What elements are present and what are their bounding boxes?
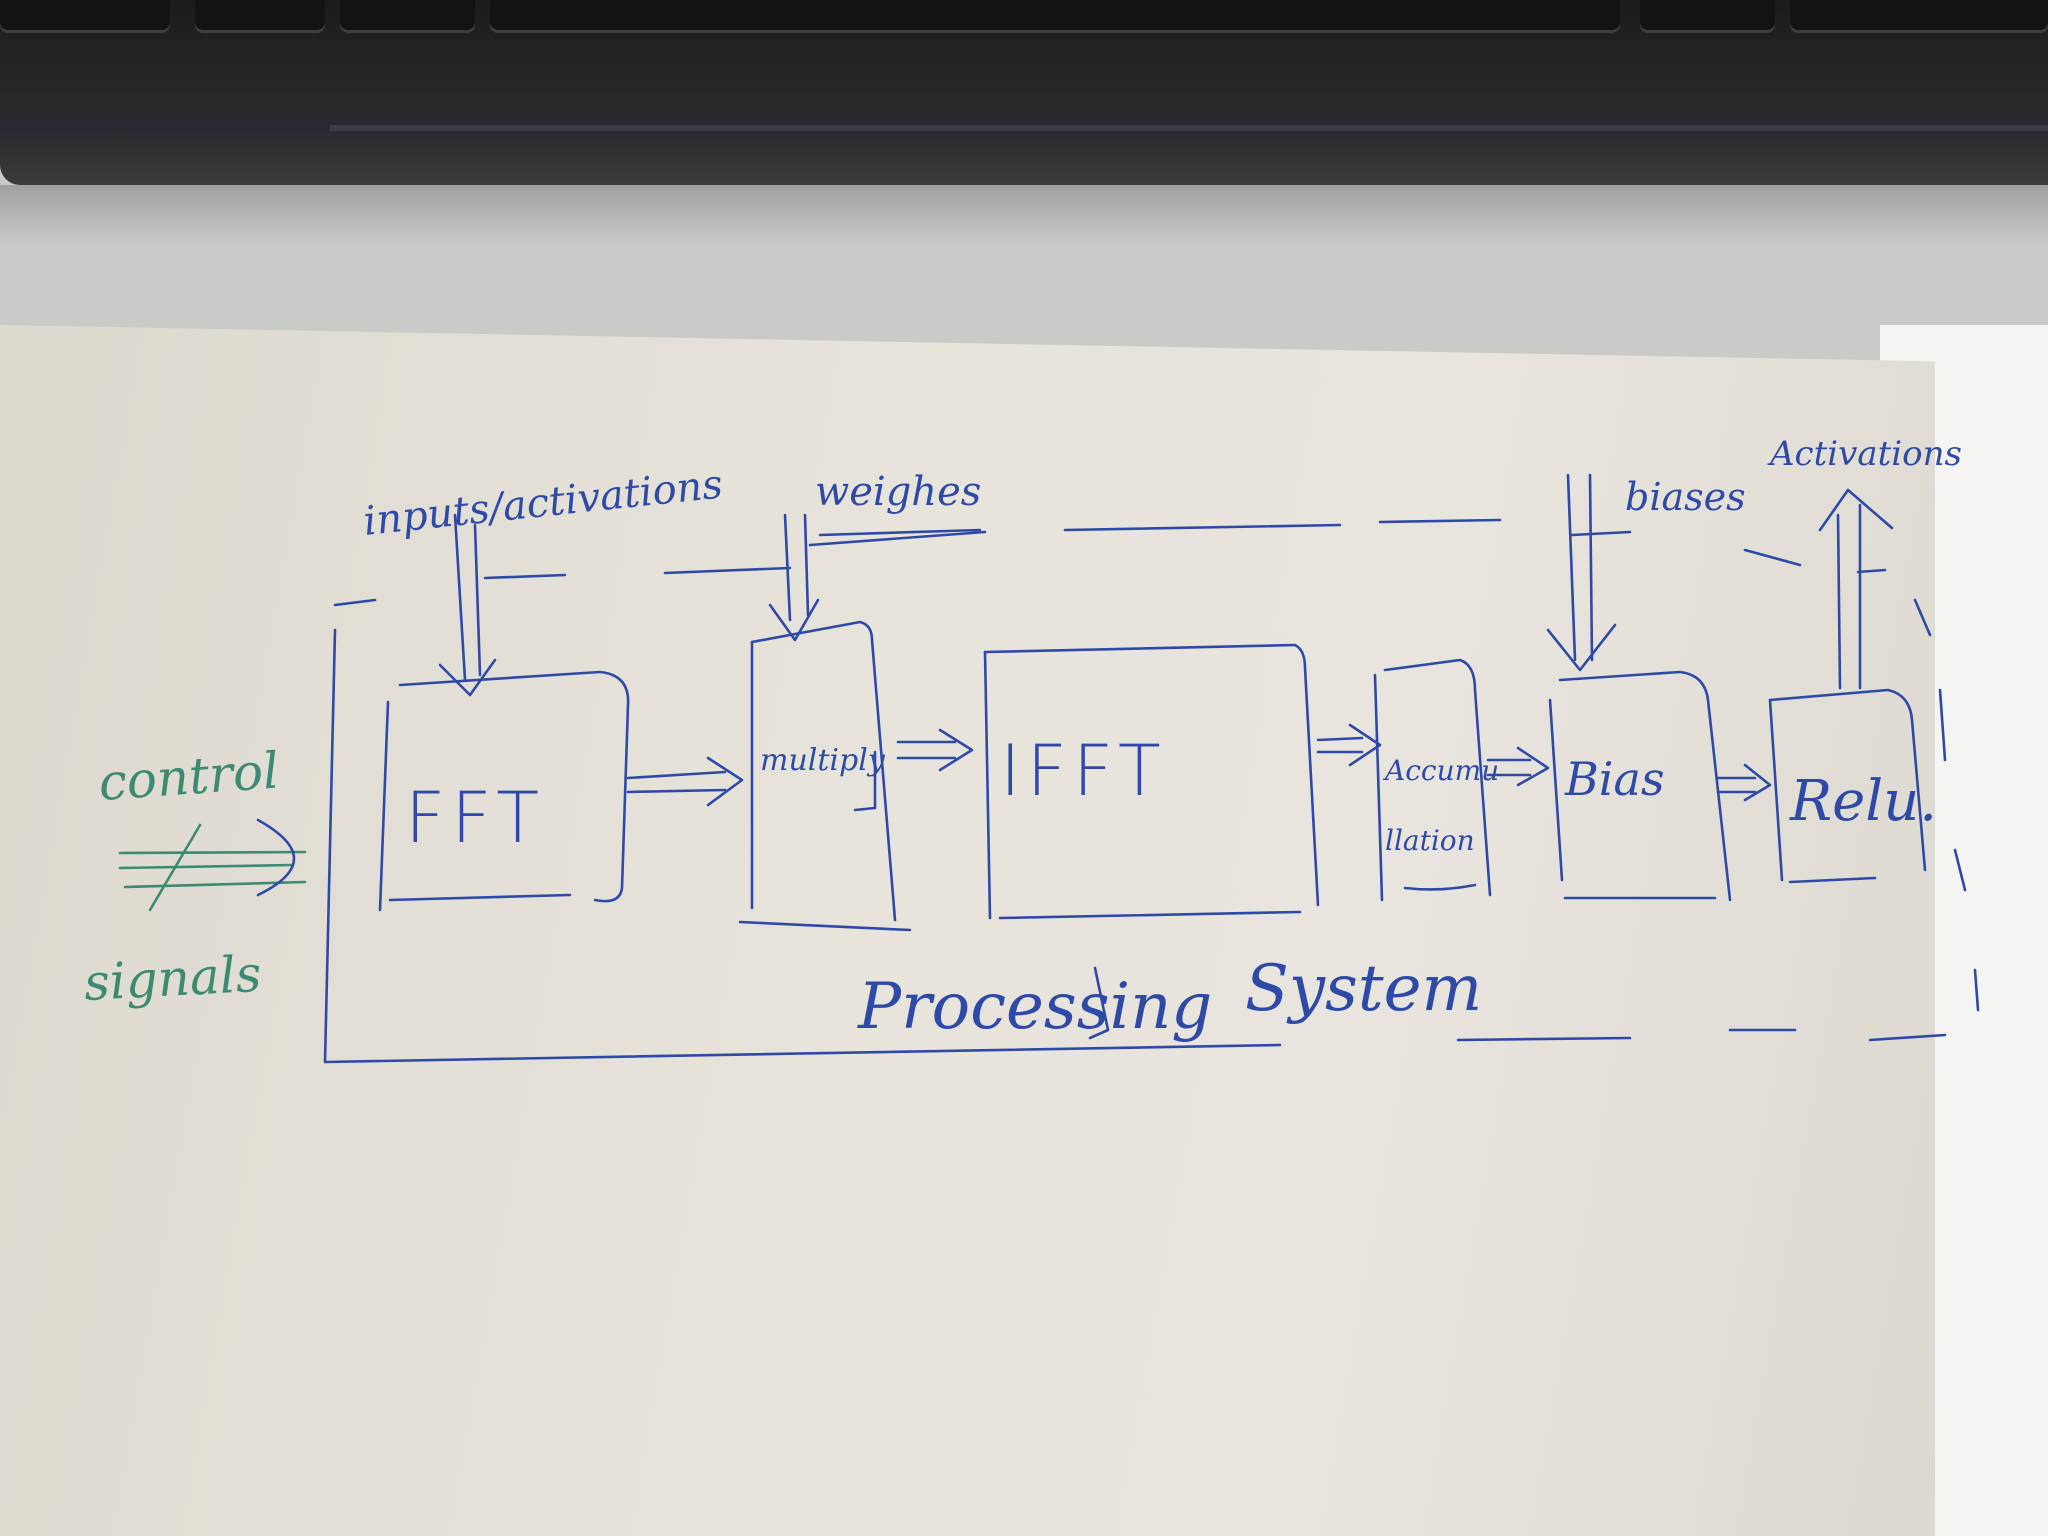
signals-label: signals bbox=[83, 945, 263, 1012]
system-label-system: System bbox=[1245, 952, 1482, 1026]
arrow-multiply-to-ifft bbox=[896, 728, 974, 772]
keyboard-key bbox=[1790, 0, 2048, 30]
bias-label: Bias bbox=[1564, 752, 1665, 806]
activations-output-arrow bbox=[1818, 488, 1894, 690]
desk-shadow bbox=[0, 185, 2048, 245]
biases-input-arrow bbox=[1546, 473, 1632, 672]
accumulation-label-line1: Accumu bbox=[1382, 754, 1499, 787]
relu-block bbox=[1768, 688, 1927, 884]
arrow-fft-to-multiply bbox=[626, 756, 744, 807]
bias-block bbox=[1548, 670, 1732, 902]
keyboard-key bbox=[340, 0, 475, 30]
keyboard-key bbox=[195, 0, 325, 30]
biases-input-label: biases bbox=[1625, 475, 1746, 519]
arrow-ifft-to-accumulation bbox=[1316, 723, 1382, 767]
keyboard-edge bbox=[330, 125, 2048, 131]
processing-underline bbox=[1088, 966, 1110, 1040]
keyboard bbox=[0, 0, 2048, 185]
accumulation-label-line2: llation bbox=[1385, 824, 1475, 857]
control-label: control bbox=[97, 742, 281, 812]
activations-input-label: inputs/activations bbox=[361, 461, 725, 544]
keyboard-spacebar bbox=[490, 0, 1620, 30]
multiply-block bbox=[738, 620, 912, 932]
system-label-processing: Processing bbox=[857, 970, 1212, 1044]
multiply-label: multiply bbox=[760, 743, 886, 778]
arrow-accumulation-to-bias bbox=[1486, 746, 1550, 787]
activations-output-label: Activations bbox=[1767, 434, 1962, 474]
ifft-block bbox=[983, 643, 1320, 920]
fft-label: FFT bbox=[405, 777, 545, 859]
arrow-bias-to-relu bbox=[1716, 763, 1772, 802]
system-boundary bbox=[323, 518, 1980, 1064]
weights-input-arrow bbox=[768, 513, 987, 642]
activations-input-arrow bbox=[438, 513, 567, 697]
paper-sheet bbox=[0, 325, 1935, 1536]
weights-input-label: weighes bbox=[815, 469, 981, 515]
control-signal-bus bbox=[118, 818, 307, 912]
ifft-label: IFFT bbox=[1000, 730, 1167, 812]
accumulation-block bbox=[1373, 658, 1492, 902]
keyboard-key bbox=[1640, 0, 1775, 30]
relu-label: Relu. bbox=[1789, 769, 1937, 834]
keyboard-key bbox=[0, 0, 170, 30]
fft-block bbox=[378, 670, 630, 912]
